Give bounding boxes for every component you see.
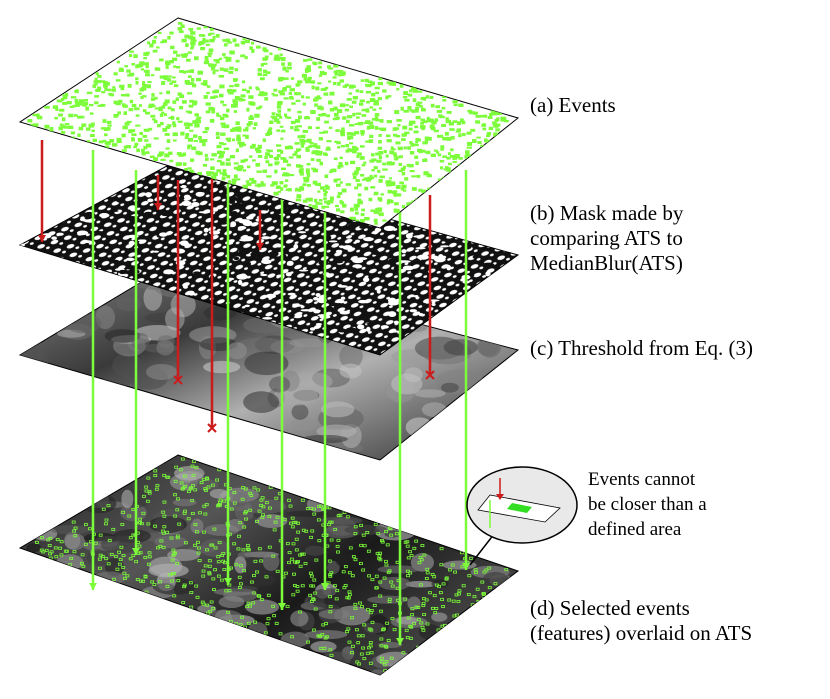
- label-b-line-1: (b) Mask made by: [530, 201, 684, 225]
- layer-d-ats: [18, 454, 520, 676]
- label-a-events: (a) Events: [530, 93, 616, 117]
- callout-line-3: defined area: [588, 519, 682, 540]
- layer-a-events: [18, 17, 520, 229]
- label-d-line-1: (d) Selected events: [530, 596, 690, 620]
- callout-line-1: Events cannot: [588, 469, 696, 490]
- label-c-threshold: (c) Threshold from Eq. (3): [530, 336, 753, 360]
- min-distance-callout: Events cannot be closer than a defined a…: [466, 466, 707, 566]
- callout-line-2: be closer than a: [588, 494, 707, 515]
- label-b-line-3: MedianBlur(ATS): [530, 251, 683, 275]
- event-connectors: [38, 140, 470, 645]
- defined-area-square: [507, 503, 532, 513]
- label-d-line-2: (features) overlaid on ATS: [530, 621, 752, 645]
- layer-b-mask: [18, 159, 520, 356]
- label-b-line-2: comparing ATS to: [530, 226, 683, 250]
